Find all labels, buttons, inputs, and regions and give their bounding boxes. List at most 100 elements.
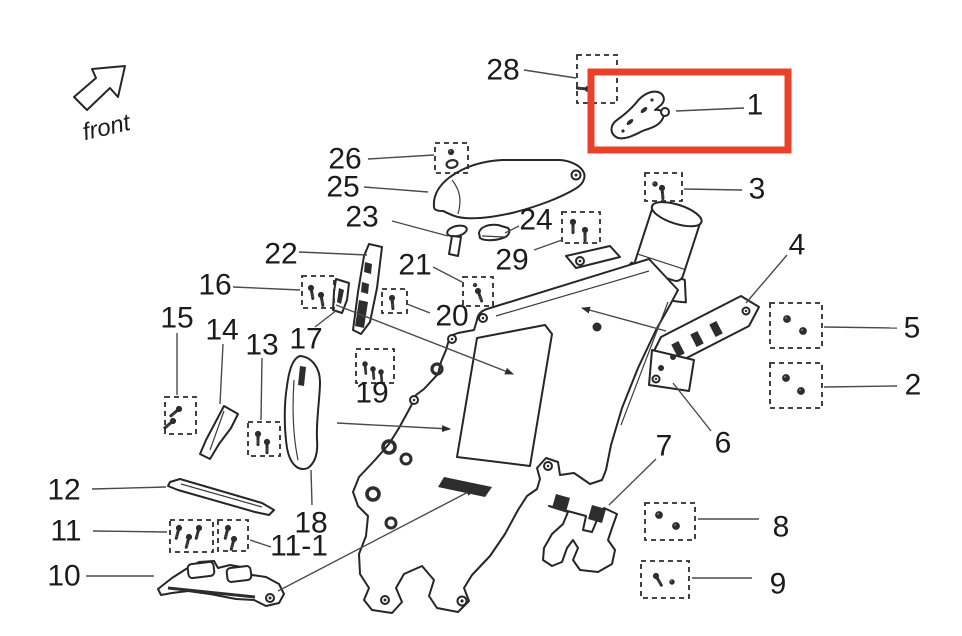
screw-fastener-icon (258, 436, 276, 455)
frame-artwork (73, 65, 760, 614)
hardware-box-part-13 (247, 421, 281, 457)
part-label-8[interactable]: 8 (773, 511, 790, 544)
screw-fastener-icon (163, 415, 178, 431)
hardware-box-part-20 (381, 288, 408, 314)
part-14-drawing (199, 405, 239, 460)
screw-fastener-icon (218, 522, 236, 540)
screw-fastener-icon (576, 224, 594, 243)
hardware-box-part-3 (644, 172, 683, 202)
leader-line (533, 239, 563, 251)
part-7-drawing (542, 494, 618, 573)
dot-fastener-icon (472, 282, 478, 288)
part-label-20[interactable]: 20 (435, 300, 468, 333)
leader-line (504, 225, 520, 234)
part-25-drawing (432, 159, 586, 220)
part-label-3[interactable]: 3 (749, 173, 766, 206)
hardware-box-part-26 (434, 142, 469, 174)
dot-fastener-icon (669, 579, 675, 585)
part-label-29[interactable]: 29 (495, 244, 528, 277)
hardware-box-part-9 (640, 560, 690, 599)
part-label-28[interactable]: 28 (486, 54, 519, 87)
part-label-25[interactable]: 25 (326, 171, 359, 204)
part-label-10[interactable]: 10 (47, 560, 80, 593)
part-24-drawing (478, 223, 511, 242)
part-label-4[interactable]: 4 (789, 229, 806, 262)
part-label-19[interactable]: 19 (355, 377, 388, 410)
leader-line (367, 154, 435, 160)
hardware-box-part-21 (462, 276, 494, 307)
screw-fastener-icon (564, 216, 582, 235)
leader-line (219, 343, 224, 405)
dot-fastener-icon (799, 327, 807, 335)
part-label-13[interactable]: 13 (245, 329, 278, 362)
part-label-22[interactable]: 22 (264, 238, 297, 271)
part-label-23[interactable]: 23 (345, 201, 378, 234)
part-10-drawing (157, 560, 285, 607)
front-arrow-icon (73, 65, 126, 111)
dot-fastener-icon (783, 315, 791, 323)
assembly-arrow-line (277, 488, 475, 592)
highlight-box-part-1 (587, 68, 792, 154)
part-label-2[interactable]: 2 (905, 369, 922, 402)
hardware-box-part-11-1 (217, 519, 249, 552)
part-label-12[interactable]: 12 (47, 474, 80, 507)
part-label-9[interactable]: 9 (770, 568, 787, 601)
part-label-5[interactable]: 5 (904, 312, 921, 345)
hardware-box-part-16 (301, 275, 335, 309)
part-label-11-1[interactable]: 11-1 (270, 530, 328, 563)
leader-line (310, 469, 313, 506)
leader-line (683, 188, 743, 191)
hardware-box-part-11 (169, 519, 214, 553)
part-4-6-bracket-drawing (648, 295, 760, 392)
screw-fastener-icon (470, 285, 488, 303)
part-1-drawing (610, 90, 670, 140)
part-label-17[interactable]: 17 (289, 323, 322, 356)
leader-line (91, 486, 167, 490)
part-label-18[interactable]: 18 (294, 507, 327, 540)
part-label-21[interactable]: 21 (398, 249, 431, 282)
screw-fastener-icon (179, 531, 197, 549)
leader-line (232, 286, 301, 291)
part-label-26[interactable]: 26 (328, 143, 361, 176)
front-direction-label: front (80, 109, 134, 146)
leader-line (608, 458, 657, 506)
leader-line (298, 251, 368, 256)
part-22-drawing (352, 243, 383, 335)
dot-fastener-icon (447, 148, 455, 156)
frame-drawing (352, 245, 679, 614)
leader-line (406, 303, 431, 314)
screw-fastener-icon (189, 522, 207, 540)
hardware-box-part-28 (576, 54, 618, 104)
part-label-24[interactable]: 24 (519, 204, 552, 237)
assembly-arrow-line (581, 306, 667, 332)
hardware-box-part-29 (561, 211, 601, 244)
leader-line (745, 254, 788, 304)
screw-fastener-icon (649, 570, 666, 587)
part-label-14[interactable]: 14 (205, 314, 238, 347)
leader-line (523, 69, 577, 79)
leader-line (675, 107, 745, 112)
leader-line (249, 539, 272, 548)
leader-line (432, 266, 463, 283)
part-label-1[interactable]: 1 (747, 89, 764, 122)
screw-fastener-icon (653, 182, 672, 201)
screw-fastener-icon (383, 292, 402, 311)
part-23-drawing (446, 224, 468, 257)
part-label-11[interactable]: 11 (50, 515, 81, 548)
assembly-arrow-line (335, 304, 514, 375)
part-label-15[interactable]: 15 (160, 302, 193, 335)
dot-fastener-icon (652, 181, 658, 187)
hardware-box-part-15 (164, 396, 197, 435)
dot-fastener-icon (797, 387, 805, 395)
part-label-6[interactable]: 6 (715, 427, 732, 460)
leader-line (92, 530, 168, 533)
part-label-16[interactable]: 16 (198, 269, 231, 302)
leader-line (391, 220, 449, 237)
part-18-drawing (283, 355, 321, 470)
part-label-7[interactable]: 7 (656, 430, 673, 463)
dot-fastener-icon (672, 522, 680, 530)
screw-fastener-icon (169, 522, 187, 540)
